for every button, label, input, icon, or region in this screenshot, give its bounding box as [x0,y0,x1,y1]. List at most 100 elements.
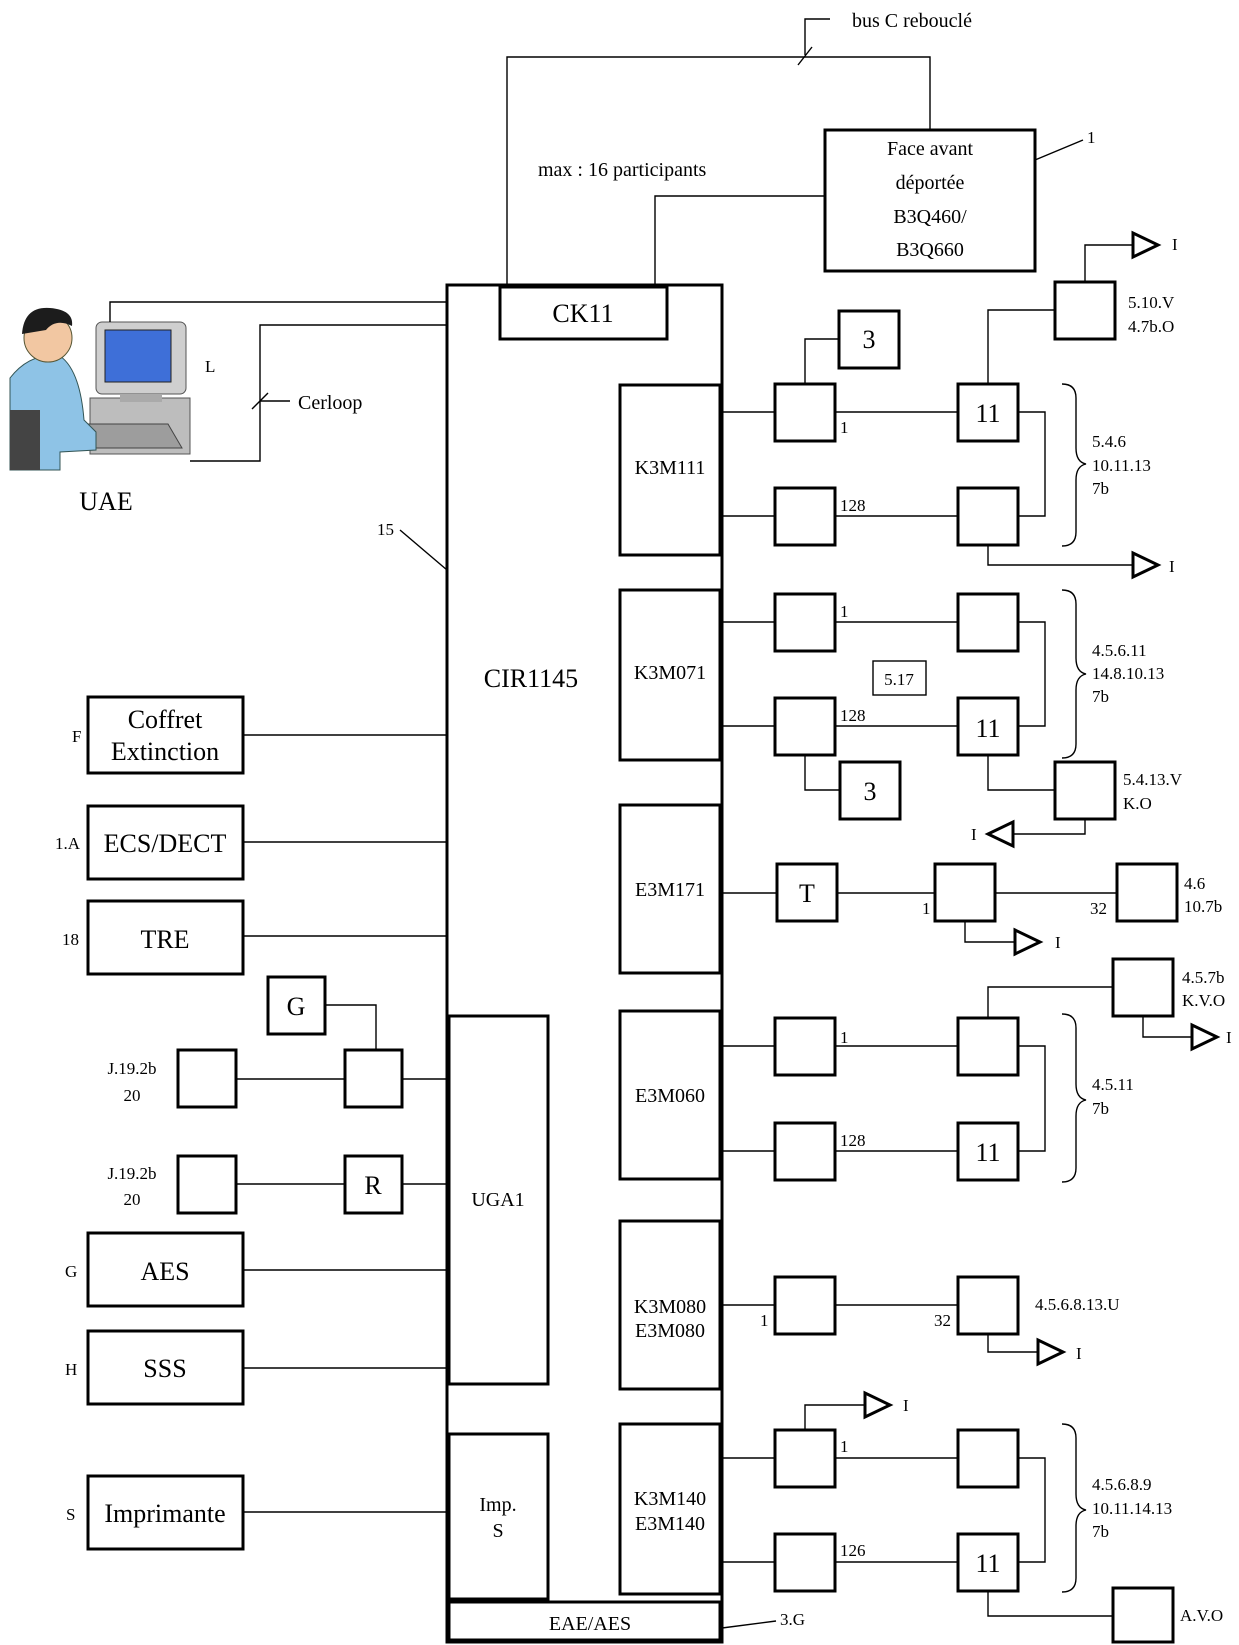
loop1-num3-label: 3 [863,325,876,354]
card-k3m080-line1: K3M080 [634,1296,706,1318]
loop6-brace-line3: 7b [1092,1522,1109,1541]
loop1-i-bot: I [1169,557,1175,576]
loop5-node-b [956,1275,1020,1336]
loop1-brace-line3: 7b [1092,479,1109,498]
loop-k3m140: I 1 126 11 A.V.O 4.5.6.8.9 10.11.14.13 7… [722,1390,1223,1644]
card-k3m080-line2: E3M080 [635,1320,705,1342]
loop6-end-num: 126 [840,1541,866,1560]
loop2-node-start [773,592,837,653]
bus-tick-mark [797,46,813,66]
g-label: G [287,992,306,1021]
cerloop-label: Cerloop [298,392,362,414]
loop3-n32: 32 [1090,899,1107,918]
tre-box [86,899,245,976]
loop3-t-box [775,862,839,923]
loop3-triangle [1013,927,1044,957]
loop5-i: I [1076,1344,1082,1363]
loop2-box11-label: 11 [975,714,1000,743]
imp-line2: S [492,1520,503,1542]
loop1-start-num: 1 [840,418,849,437]
loop3-t-label: T [799,879,815,908]
uga1-label: UGA1 [471,1189,524,1211]
coffret-ref: F [72,727,81,746]
cabinet-ref-leader [399,529,448,571]
face-avant-line4: B3Q660 [896,239,964,261]
ecs-dect-ref: 1.A [55,834,81,853]
loop6-brace-line1: 4.5.6.8.9 [1092,1475,1152,1494]
uae-cerloop-link [190,324,498,462]
loop2-brace-line1: 4.5.6.11 [1092,641,1147,660]
loop2-mid-label: 5.17 [884,670,914,689]
card-e3m060-label: E3M060 [635,1085,705,1107]
face-avant-ref: 1 [1087,128,1096,147]
j1-box [176,1048,238,1109]
g-link [325,1004,377,1050]
loop4-side-line2: K.V.O [1182,991,1225,1010]
loop3-side-line1: 4.6 [1184,874,1205,893]
uae-link-upper [109,301,498,322]
loop4-brace-line2: 7b [1092,1099,1109,1118]
loop2-node-a [956,592,1020,653]
loop5-node-a [773,1275,837,1336]
loop3-side-line2: 10.7b [1184,897,1222,916]
loop4-node-end [773,1121,837,1182]
face-avant-line2: déportée [896,172,965,194]
loop4-start-num: 1 [840,1028,849,1047]
loop4-end-num: 128 [840,1131,866,1150]
loop-k3m111: 3 1 128 11 5.10.V 4.7b.O I I 5.4.6 10.11… [722,230,1178,580]
loop1-end-num: 128 [840,496,866,515]
loop6-node-start [773,1428,837,1489]
loop3-node-a [933,862,997,923]
loop-e3m171: T 1 32 4.6 10.7b I [722,862,1222,957]
bus-c-label: bus C rebouclé [852,10,972,32]
loop4-node-start [773,1016,837,1077]
face-avant-line3: B3Q460/ [893,206,967,228]
loop5-side: 4.5.6.8.13.U [1035,1295,1120,1314]
ck11-label: CK11 [552,299,613,328]
loop6-node-end [773,1532,837,1593]
loop5-n1: 1 [760,1311,769,1330]
j1-line2: 20 [124,1086,141,1105]
imp-line1: Imp. [479,1494,516,1516]
tre-ref: 18 [62,930,79,949]
loop1-side-line1: 5.10.V [1128,293,1175,312]
uae-workstation: Cerloop L UAE [9,301,498,516]
left-peripherals: Coffret Extinction F ECS/DECT 1.A TRE 18… [55,695,449,1551]
face-avant-line1: Face avant [887,138,974,160]
j2-line1: J.19.2b [107,1164,156,1183]
g-junction-box [343,1048,404,1109]
operator-illustration [9,307,191,471]
loop4-box11-label: 11 [975,1138,1000,1167]
bus-c-section: bus C rebouclé max : 16 participants [506,10,972,285]
loop1-i-top: I [1172,235,1178,254]
card-e3m171 [618,803,722,975]
sss-label: SSS [143,1354,186,1383]
loop3-i: I [1055,933,1061,952]
cir1145-cabinet: CIR1145 15 CK11 UGA1 Imp. S EAE/AES 3.G … [377,283,805,1644]
card-k3m140-line1: K3M140 [634,1488,706,1510]
loop2-brace-line3: 7b [1092,687,1109,706]
loop4-i: I [1226,1028,1232,1047]
r-label: R [364,1171,382,1200]
loop1-node-end [773,486,837,547]
loop4-triangle [1190,1022,1221,1052]
loop1-node-start [773,382,837,443]
card-k3m140-line2: E3M140 [635,1513,705,1535]
loop2-brace-line2: 14.8.10.13 [1092,664,1164,683]
face-avant-box: Face avant déportée B3Q460/ B3Q660 1 [823,128,1096,273]
loop2-end-num: 128 [840,706,866,725]
card-k3m071-label: K3M071 [634,662,706,684]
loop1-brace-line1: 5.4.6 [1092,432,1126,451]
max-participants-label: max : 16 participants [538,159,707,181]
loop6-box11-label: 11 [975,1549,1000,1578]
loop6-brace-line2: 10.11.14.13 [1092,1499,1172,1518]
loop4-side-box [1111,957,1175,1018]
loop4-node-a [956,1016,1020,1077]
loop6-side: A.V.O [1180,1606,1223,1625]
ck11-box [498,285,669,341]
imprimante-label: Imprimante [104,1499,225,1528]
card-k3m140 [618,1422,722,1596]
loop2-num3-label: 3 [864,777,877,806]
loop2-triangle [984,819,1015,849]
card-k3m111-label: K3M111 [635,457,706,479]
